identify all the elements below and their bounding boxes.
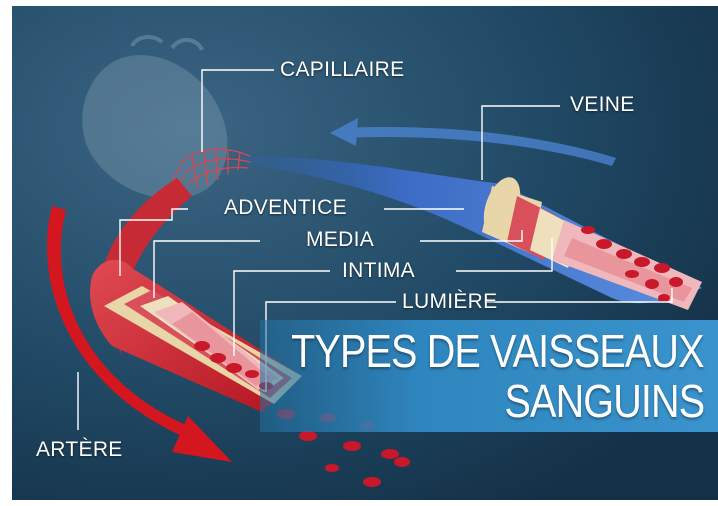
title-line-2: SANGUINS — [504, 378, 704, 424]
title-band: TYPES DE VAISSEAUX SANGUINS — [260, 320, 718, 432]
label-intima: INTIMA — [342, 259, 415, 283]
label-artery: ARTÈRE — [36, 438, 123, 462]
label-adventitia: ADVENTICE — [224, 196, 347, 220]
diagram-frame: TYPES DE VAISSEAUX SANGUINS CAPILLAIRE V… — [12, 6, 718, 500]
title-line-1: TYPES DE VAISSEAUX — [291, 328, 704, 374]
label-capillary: CAPILLAIRE — [280, 58, 404, 82]
label-media: MEDIA — [306, 228, 374, 252]
label-lumen: LUMIÈRE — [402, 290, 497, 314]
label-vein: VEINE — [570, 93, 635, 117]
